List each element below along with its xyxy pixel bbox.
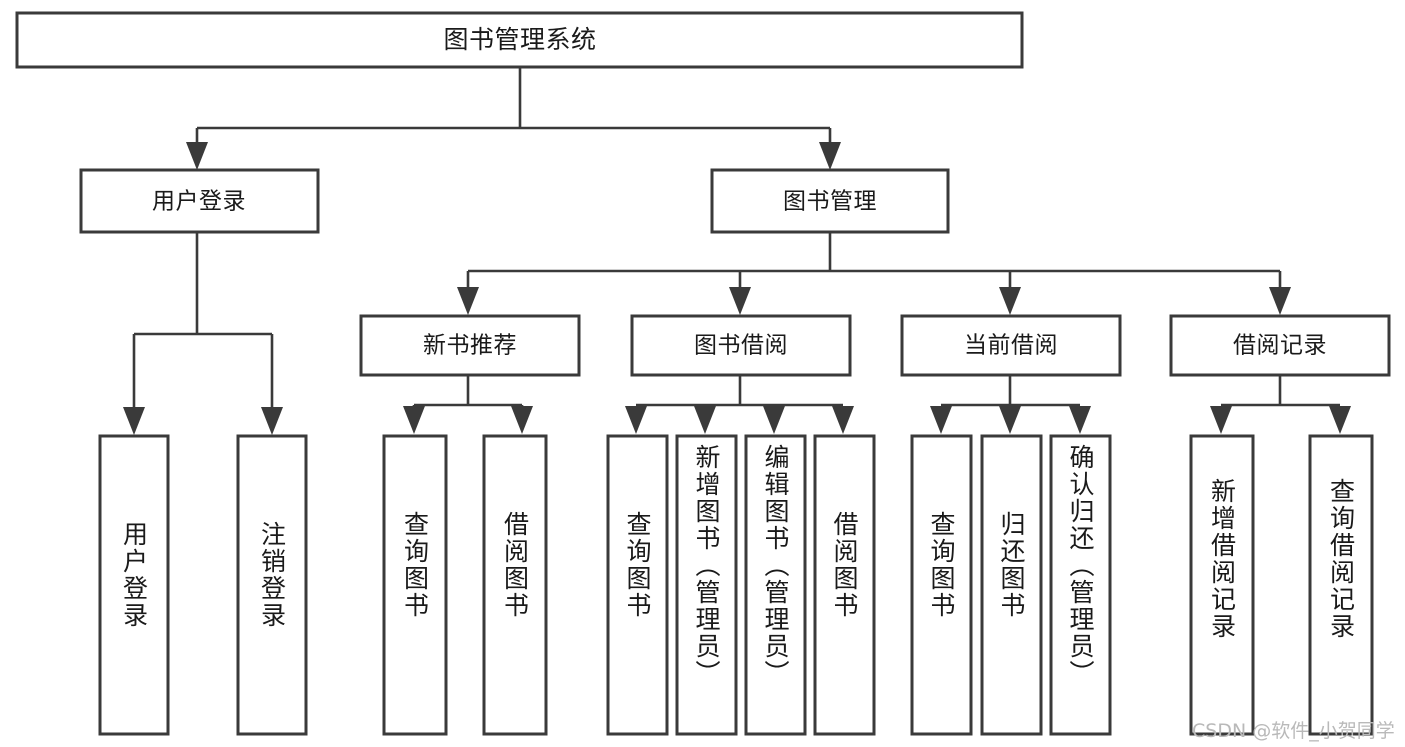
node-new-book-recommend-label: 新书推荐 [423, 333, 517, 359]
arrow-head-icon [625, 406, 647, 434]
node-leaf-borrow-book-2-box[interactable] [813, 434, 876, 736]
arrow-head-icon [261, 407, 283, 435]
node-book-borrow-label: 图书借阅 [694, 333, 788, 359]
node-root-box[interactable] [15, 11, 1024, 69]
node-current-borrow-label: 当前借阅 [964, 333, 1058, 359]
connector-group-current-borrow [930, 375, 1091, 434]
node-new-book-recommend-box[interactable] [359, 314, 581, 377]
arrow-head-icon [457, 287, 479, 315]
arrow-head-icon [1069, 406, 1091, 434]
node-current-borrow-box[interactable] [900, 314, 1122, 377]
node-book-management-box[interactable] [710, 168, 950, 234]
arrow-head-icon [999, 406, 1021, 434]
node-leaf-query-book-2-box[interactable] [606, 434, 669, 736]
node-leaf-query-book-3-box[interactable] [910, 434, 973, 736]
connector-group-user-login [123, 232, 283, 435]
node-borrow-record-box[interactable] [1169, 314, 1391, 377]
connector-group-book-borrow [625, 375, 854, 434]
arrow-head-icon [694, 406, 716, 434]
node-leaf-return-book-box[interactable] [980, 434, 1043, 736]
node-leaf-query-record-box[interactable] [1308, 434, 1374, 736]
node-leaf-user-login-box[interactable] [98, 434, 170, 736]
node-book-borrow-box[interactable] [630, 314, 852, 377]
arrow-head-icon [1269, 287, 1291, 315]
arrow-head-icon [1329, 406, 1351, 434]
connector-group-borrow-record [1210, 375, 1351, 434]
node-leaf-confirm-return-box[interactable] [1049, 434, 1112, 736]
arrow-head-icon [930, 406, 952, 434]
node-current-borrow[interactable]: 当前借阅 [900, 314, 1122, 377]
arrow-head-icon [819, 142, 841, 170]
connector-group-book-management [457, 232, 1291, 315]
node-leaf-add-record-box[interactable] [1189, 434, 1255, 736]
node-leaf-query-book-1-box[interactable] [382, 434, 448, 736]
arrow-head-icon [763, 406, 785, 434]
node-book-management-label: 图书管理 [783, 189, 877, 215]
arrow-head-icon [729, 287, 751, 315]
node-borrow-record-label: 借阅记录 [1233, 333, 1327, 359]
node-book-management[interactable]: 图书管理 [710, 168, 950, 234]
arrow-head-icon [186, 142, 208, 170]
node-leaf-user-logout-box[interactable] [236, 434, 308, 736]
node-new-book-recommend[interactable]: 新书推荐 [359, 314, 581, 377]
node-leaf-borrow-book-1-box[interactable] [482, 434, 548, 736]
node-user-login-label: 用户登录 [152, 189, 246, 215]
connector-group-root [186, 67, 841, 170]
arrow-head-icon [511, 406, 533, 434]
arrow-head-icon [999, 287, 1021, 315]
node-borrow-record[interactable]: 借阅记录 [1169, 314, 1391, 377]
arrow-head-icon [832, 406, 854, 434]
node-root-label: 图书管理系统 [443, 25, 596, 54]
node-user-login[interactable]: 用户登录 [79, 168, 320, 234]
node-leaf-edit-book-box[interactable] [744, 434, 807, 736]
node-root[interactable]: 图书管理系统 [15, 11, 1024, 69]
arrow-head-icon [403, 406, 425, 434]
arrow-head-icon [123, 407, 145, 435]
arrow-head-icon [1210, 406, 1232, 434]
node-book-borrow[interactable]: 图书借阅 [630, 314, 852, 377]
node-leaf-add-book-box[interactable] [675, 434, 738, 736]
connector-group-new-book-recommend [403, 375, 533, 434]
node-user-login-box[interactable] [79, 168, 320, 234]
leaf-boxes [98, 434, 1374, 736]
